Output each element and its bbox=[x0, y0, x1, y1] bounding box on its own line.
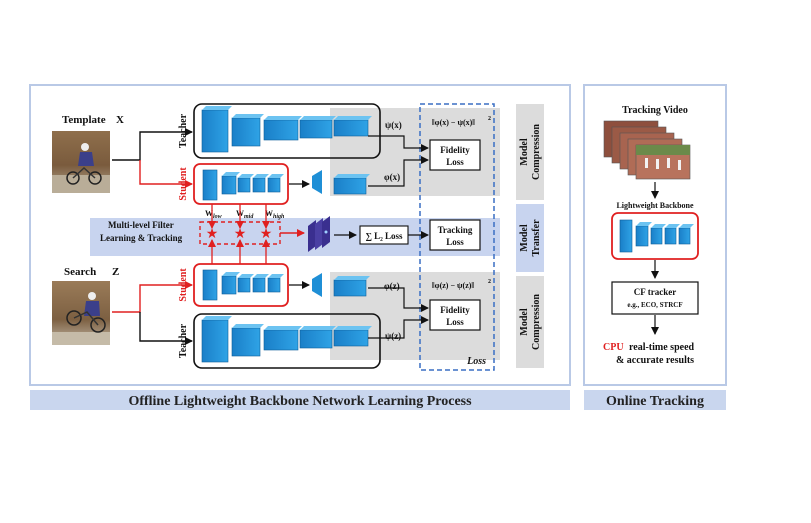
svg-text:Model: Model bbox=[519, 224, 530, 251]
student-top-network bbox=[202, 169, 284, 201]
fidelity-formula-bottom-exp: 2 bbox=[488, 279, 491, 285]
student-top-box bbox=[193, 163, 289, 205]
fidelity-loss-box-bottom bbox=[429, 299, 481, 331]
side-box-compression-top bbox=[516, 104, 544, 200]
student-top-output bbox=[333, 177, 367, 195]
phi-z-label: φ(z) bbox=[384, 281, 400, 291]
svg-text:Compression: Compression bbox=[531, 124, 542, 180]
adaptor-top bbox=[312, 170, 322, 194]
star-mid-icon: ★ bbox=[234, 227, 247, 242]
fidelity-loss-top-line2: Loss bbox=[446, 157, 464, 167]
template-image bbox=[52, 131, 110, 193]
cpu-label: CPU bbox=[603, 342, 624, 353]
tracking-video-label: Tracking Video bbox=[622, 105, 688, 116]
teacher-top-box bbox=[193, 103, 381, 159]
phi-x-label: φ(x) bbox=[384, 172, 400, 182]
student-bottom-network bbox=[202, 269, 284, 301]
arrow-student-fidelity-bottom bbox=[368, 287, 429, 312]
result-line2: & accurate results bbox=[616, 355, 694, 366]
side-box-transfer bbox=[516, 204, 544, 272]
psi-x-label: ψ(x) bbox=[385, 120, 402, 130]
offline-banner-text: Offline Lightweight Backbone Network Lea… bbox=[128, 394, 472, 409]
star-high-icon: ★ bbox=[260, 227, 273, 242]
arrow-teacher-fidelity-top bbox=[368, 135, 429, 152]
arrow-teacher-fidelity-bottom bbox=[368, 316, 429, 339]
lightweight-backbone-label: Lightweight Backbone bbox=[616, 201, 694, 210]
arrow-search-student bbox=[112, 281, 193, 313]
result-line1: real-time speed bbox=[629, 342, 695, 353]
student-bottom-box bbox=[193, 263, 289, 307]
svg-text:Teacher: Teacher bbox=[178, 113, 189, 148]
side-box-compression-bottom bbox=[516, 276, 544, 368]
side-label-compression-bottom: Model Compression bbox=[519, 294, 542, 350]
teacher-top-network bbox=[201, 106, 372, 153]
online-banner-text: Online Tracking bbox=[606, 394, 704, 409]
w-low-label: Wlow bbox=[205, 209, 223, 220]
template-label: Template bbox=[62, 114, 106, 126]
search-image bbox=[52, 281, 110, 345]
search-var: Z bbox=[112, 266, 119, 278]
cf-tracker-box bbox=[611, 281, 699, 315]
video-frames bbox=[603, 120, 691, 180]
response-maps-icon bbox=[308, 216, 330, 252]
l2-loss-label: ∑ L₂ Loss bbox=[365, 231, 403, 241]
teacher-bottom-network bbox=[201, 316, 372, 363]
arrow-student-fidelity-top bbox=[368, 156, 429, 187]
backbone-network bbox=[619, 219, 694, 253]
loss-region bbox=[419, 103, 495, 371]
fidelity-loss-top-line1: Fidelity bbox=[440, 145, 470, 155]
adaptor-bottom bbox=[312, 273, 322, 297]
teacher-bottom-box bbox=[193, 313, 381, 369]
arrow-template-student bbox=[139, 160, 193, 188]
star-low-icon: ★ bbox=[206, 227, 219, 242]
tracking-loss-line1: Tracking bbox=[438, 225, 473, 235]
w-high-label: Whigh bbox=[265, 209, 285, 220]
psi-z-label: ψ(z) bbox=[385, 331, 401, 341]
arrow-search-teacher bbox=[139, 312, 193, 345]
tracking-loss-line2: Loss bbox=[446, 237, 464, 247]
fidelity-formula-top-exp: 2 bbox=[488, 116, 491, 122]
student-bottom-output bbox=[333, 279, 367, 297]
svg-text:Compression: Compression bbox=[531, 294, 542, 350]
svg-text:Model: Model bbox=[519, 138, 530, 165]
multilevel-label-line1: Multi-level Filter bbox=[108, 220, 174, 230]
svg-text:Transfer: Transfer bbox=[531, 219, 542, 257]
teacher-top-label: Teacher bbox=[178, 113, 189, 148]
side-label-transfer: Model Transfer bbox=[519, 219, 542, 257]
fidelity-loss-box-top bbox=[429, 139, 481, 171]
filter-connections bbox=[208, 204, 270, 264]
side-label-compression-top: Model Compression bbox=[519, 124, 542, 180]
backbone-box bbox=[611, 212, 699, 260]
arrow-template-teacher bbox=[112, 128, 193, 161]
fidelity-formula-bottom: ‖φ(z) − ψ(z)‖ bbox=[432, 281, 474, 290]
fidelity-loss-bottom-line2: Loss bbox=[446, 317, 464, 327]
svg-text:Model: Model bbox=[519, 308, 530, 335]
offline-banner bbox=[30, 390, 570, 410]
loss-region-label: Loss bbox=[466, 356, 486, 367]
fidelity-loss-bottom-line1: Fidelity bbox=[440, 305, 470, 315]
cf-tracker-label: CF tracker bbox=[634, 287, 676, 297]
search-label: Search bbox=[64, 266, 96, 278]
cf-tracker-examples: e.g., ECO, STRCF bbox=[627, 301, 682, 309]
multilevel-label-line2: Learning & Tracking bbox=[100, 233, 183, 243]
online-banner bbox=[584, 390, 726, 410]
template-var: X bbox=[116, 114, 124, 126]
tracking-loss-box bbox=[429, 219, 481, 251]
fidelity-formula-top: ‖φ(x) − ψ(x)‖ bbox=[432, 118, 475, 127]
